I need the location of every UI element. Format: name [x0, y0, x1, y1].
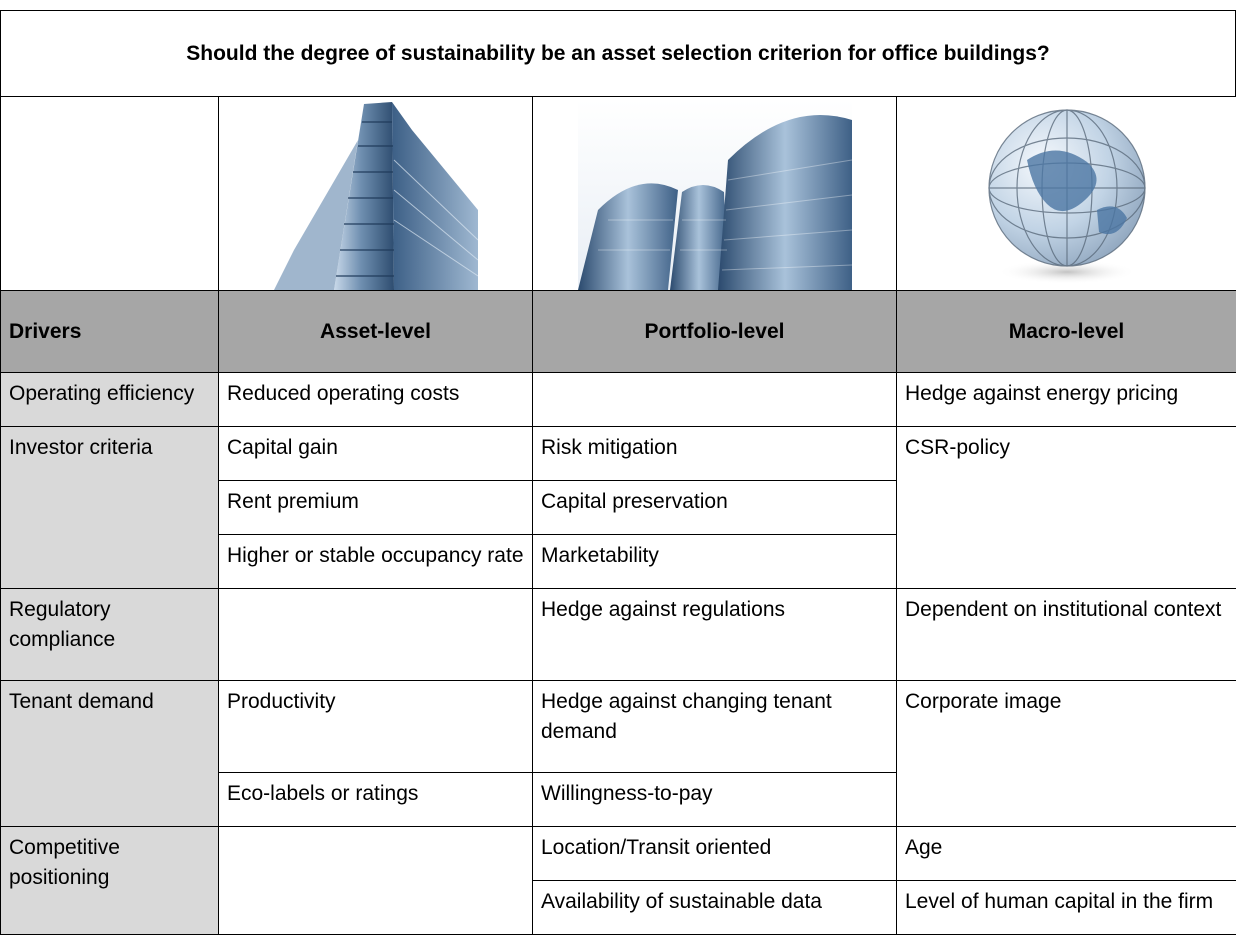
office-tower-image [273, 102, 478, 290]
cell-investor-portfolio-3: Marketability [532, 534, 897, 590]
header-row: Drivers Asset-level Portfolio-level Macr… [0, 290, 1236, 373]
row-investor-criteria-1: Investor criteria Capital gain Risk miti… [0, 426, 1236, 590]
cell-investor-asset-2: Rent premium [218, 480, 533, 536]
cell-competitive-macro-2: Level of human capital in the firm [896, 879, 1236, 935]
row-competitive-positioning-1: Competitive positioning Location/Transit… [0, 825, 1236, 935]
cell-investor-asset-1: Capital gain [218, 426, 533, 482]
header-portfolio-level: Portfolio-level [532, 290, 897, 373]
row-competitive-positioning-2: Availability of sustainable data Level o… [1, 879, 1236, 935]
driver-regulatory-compliance: Regulatory compliance [0, 588, 219, 682]
image-cell-asset [218, 96, 533, 291]
cell-competitive-macro-1: Age [896, 825, 1236, 881]
cell-investor-portfolio-1: Risk mitigation [532, 426, 897, 482]
cell-tenant-portfolio-1: Hedge against changing tenant demand [532, 680, 897, 773]
image-cell-macro [896, 96, 1236, 291]
cell-investor-asset-3: Higher or stable occupancy rate [218, 534, 533, 590]
header-drivers: Drivers [0, 290, 219, 373]
row-operating-efficiency: Operating efficiency Reduced operating c… [0, 371, 1236, 428]
row-investor-criteria-3: Higher or stable occupancy rate Marketab… [1, 534, 1236, 590]
cell-tenant-macro: Corporate image [896, 680, 1236, 827]
cell-competitive-portfolio-2: Availability of sustainable data [532, 879, 897, 935]
header-asset-level: Asset-level [218, 290, 533, 373]
cell-regulatory-asset [218, 588, 533, 682]
cell-operating-asset: Reduced operating costs [218, 371, 533, 428]
table-title: Should the degree of sustainability be a… [0, 10, 1236, 97]
cell-regulatory-portfolio: Hedge against regulations [532, 588, 897, 682]
row-tenant-demand-2: Eco-labels or ratings Willingness-to-pay [1, 771, 1236, 827]
driver-tenant-demand: Tenant demand [0, 680, 219, 827]
driver-operating-efficiency: Operating efficiency [0, 371, 219, 428]
cell-tenant-asset-1: Productivity [218, 680, 533, 773]
cell-investor-portfolio-2: Capital preservation [532, 480, 897, 536]
driver-investor-criteria: Investor criteria [0, 426, 219, 590]
image-row [0, 96, 1236, 291]
cell-tenant-portfolio-2: Willingness-to-pay [532, 771, 897, 827]
cell-tenant-asset-2: Eco-labels or ratings [218, 771, 533, 827]
cell-competitive-portfolio-1: Location/Transit oriented [532, 825, 897, 881]
header-macro-level: Macro-level [896, 290, 1236, 373]
drivers-table: Drivers Asset-level Portfolio-level Macr… [0, 96, 1236, 935]
row-tenant-demand-1: Tenant demand Productivity Hedge against… [0, 680, 1236, 827]
cell-operating-portfolio [532, 371, 897, 428]
cell-competitive-asset [218, 825, 533, 935]
cell-investor-macro: CSR-policy [896, 426, 1236, 590]
row-regulatory-compliance: Regulatory compliance Hedge against regu… [0, 588, 1236, 682]
row-investor-criteria-2: Rent premium Capital preservation [1, 480, 1236, 536]
cell-regulatory-macro: Dependent on institutional context [896, 588, 1236, 682]
image-cell-empty [0, 96, 219, 291]
wireframe-globe-image [987, 109, 1146, 284]
image-cell-portfolio [532, 96, 897, 291]
cell-operating-macro: Hedge against energy pricing [896, 371, 1236, 428]
cylindrical-towers-image [577, 100, 852, 290]
driver-competitive-positioning: Competitive positioning [0, 825, 219, 935]
